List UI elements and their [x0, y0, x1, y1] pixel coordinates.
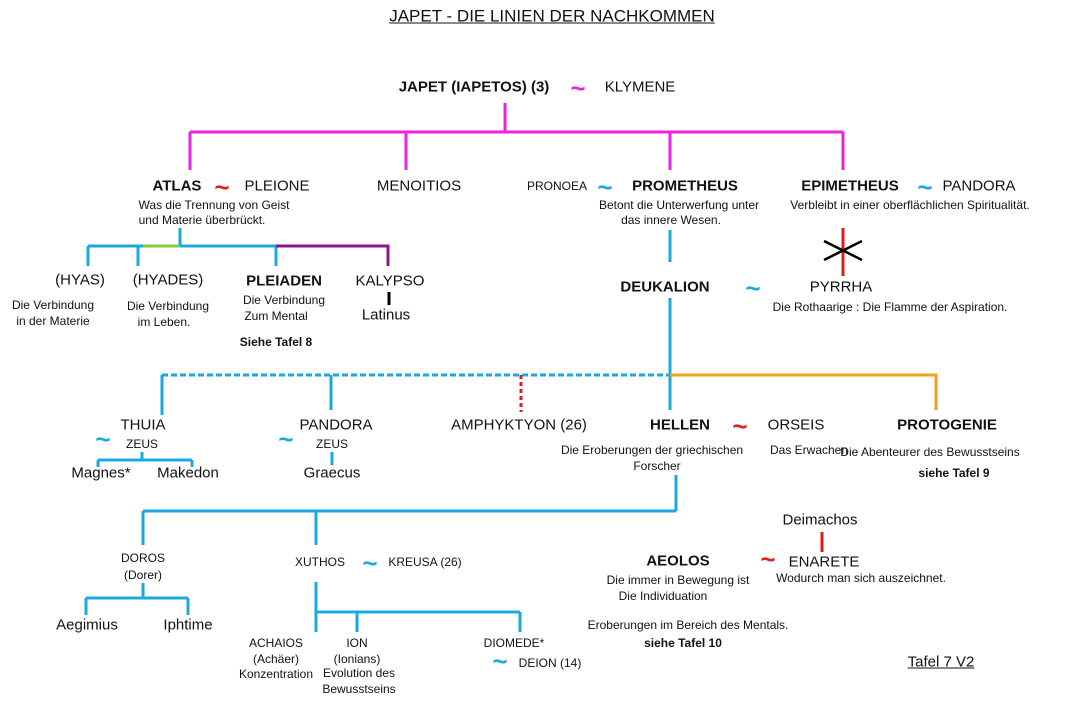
prometheus-name: PROMETHEUS — [632, 177, 738, 195]
aeolos-desc: Die Individuation — [618, 589, 708, 603]
achaios-sub: (Achäer) — [252, 652, 300, 666]
marriage-icon: ~ — [745, 273, 761, 303]
ion-desc: Evolution des — [322, 666, 396, 680]
hellen-desc: Die Eroberungen der griechischen — [560, 443, 744, 457]
epimetheus-name: EPIMETHEUS — [801, 177, 899, 195]
pleiaden-desc: Die Verbindung — [242, 293, 326, 307]
marriage-icon: ~ — [278, 424, 294, 454]
pandora2-spouse: ZEUS — [315, 437, 349, 451]
prometheus-desc: das innere Wesen. — [621, 213, 721, 227]
ion-desc: Bewusstseins — [322, 682, 396, 696]
doros-sub: (Dorer) — [124, 568, 162, 582]
doros-child: Iphtime — [163, 616, 213, 634]
protogenie-desc: Die Abenteurer des Bewusstseins — [840, 445, 1020, 459]
pandora2-child: Graecus — [303, 464, 361, 482]
protogenie-name: PROTOGENIE — [897, 416, 997, 434]
doros-name: DOROS — [120, 551, 166, 565]
achaios-name: ACHAIOS — [248, 636, 304, 650]
prometheus-spouse: PRONOEA — [526, 179, 588, 193]
pleiaden-name: PLEIADEN — [246, 272, 322, 290]
hellen-desc: Forscher — [633, 459, 681, 473]
aeolos-name: AEOLOS — [646, 552, 710, 570]
hyades-desc: im Leben. — [137, 315, 191, 329]
xuthos-name: XUTHOS — [294, 555, 346, 569]
deukalion-name: DEUKALION — [620, 278, 710, 296]
hyades-desc: Die Verbindung — [126, 299, 210, 313]
achaios-desc: Konzentration — [238, 667, 314, 681]
deukalion-spouse: PYRRHA — [809, 278, 873, 296]
hyades-name: (HYADES) — [132, 271, 204, 289]
marriage-icon: ~ — [760, 544, 776, 574]
enarete-desc: Wodurch man sich auszeichnet. — [776, 571, 946, 585]
pandora2-name: PANDORA — [299, 416, 373, 434]
thuia-child: Makedon — [157, 464, 219, 482]
orseis-desc: Das Erwachen — [769, 443, 849, 457]
ion-sub: (Ionians) — [333, 652, 381, 666]
hyas-desc: Die Verbindung — [11, 298, 95, 312]
page-title: JAPET - DIE LINIEN DER NACHKOMMEN — [389, 6, 715, 26]
xuthos-spouse: KREUSA (26) — [388, 555, 462, 569]
thuia-child: Magnes* — [71, 464, 131, 482]
aeolos-desc: Die immer in Bewegung ist — [606, 573, 750, 587]
thuia-name: THUIA — [120, 416, 166, 434]
atlas-spouse: PLEIONE — [244, 177, 310, 195]
pleiaden-ref: Siehe Tafel 8 — [239, 335, 313, 349]
marriage-icon: ~ — [732, 411, 748, 441]
ion-name: ION — [346, 636, 368, 650]
doros-child: Aegimius — [56, 616, 118, 634]
epimetheus-spouse: PANDORA — [942, 177, 1016, 195]
pleiaden-desc: Zum Mental — [244, 309, 308, 323]
marriage-icon: ~ — [570, 73, 586, 103]
hellen-name: HELLEN — [650, 416, 710, 434]
epimetheus-desc: Verbleibt in einer oberflächlichen Spiri… — [790, 198, 1030, 212]
diomede-name: DIOMEDE* — [483, 636, 545, 650]
atlas-name: ATLAS — [152, 177, 202, 195]
hyas-name: (HYAS) — [55, 271, 105, 289]
pyrrha-desc: Die Rothaarige : Die Flamme der Aspirati… — [772, 300, 1008, 314]
aeolos-ref: siehe Tafel 10 — [644, 636, 722, 650]
marriage-icon: ~ — [214, 172, 230, 202]
marriage-icon: ~ — [597, 172, 613, 202]
atlas-desc: Was die Trennung von Geist — [138, 198, 290, 212]
root-spouse: KLYMENE — [604, 78, 676, 96]
prometheus-desc: Betont die Unterwerfung unter — [598, 198, 760, 212]
marriage-icon: ~ — [95, 424, 111, 454]
thuia-spouse: ZEUS — [125, 437, 159, 451]
footer-label: Tafel 7 V2 — [907, 653, 975, 671]
aeolos-desc: Eroberungen im Bereich des Mentals. — [587, 618, 789, 632]
menoitios-name: MENOITIOS — [376, 177, 462, 195]
enarete-name: ENARETE — [788, 553, 860, 571]
amphyktyon-name: AMPHYKTYON (26) — [451, 416, 587, 434]
atlas-desc: und Materie überbrückt. — [138, 213, 266, 227]
diomede-spouse: DEION (14) — [518, 656, 582, 670]
hellen-spouse: ORSEIS — [767, 416, 825, 434]
kalypso-name: KALYPSO — [355, 272, 425, 290]
marriage-icon: ~ — [917, 172, 933, 202]
kalypso-child: Latinus — [361, 306, 411, 324]
enarete-father: Deimachos — [782, 511, 858, 529]
root-name: JAPET (IAPETOS) (3) — [398, 78, 550, 96]
protogenie-ref: siehe Tafel 9 — [918, 466, 990, 480]
marriage-icon: ~ — [362, 548, 378, 578]
marriage-icon: ~ — [492, 646, 508, 676]
hyas-desc: in der Materie — [16, 314, 90, 328]
